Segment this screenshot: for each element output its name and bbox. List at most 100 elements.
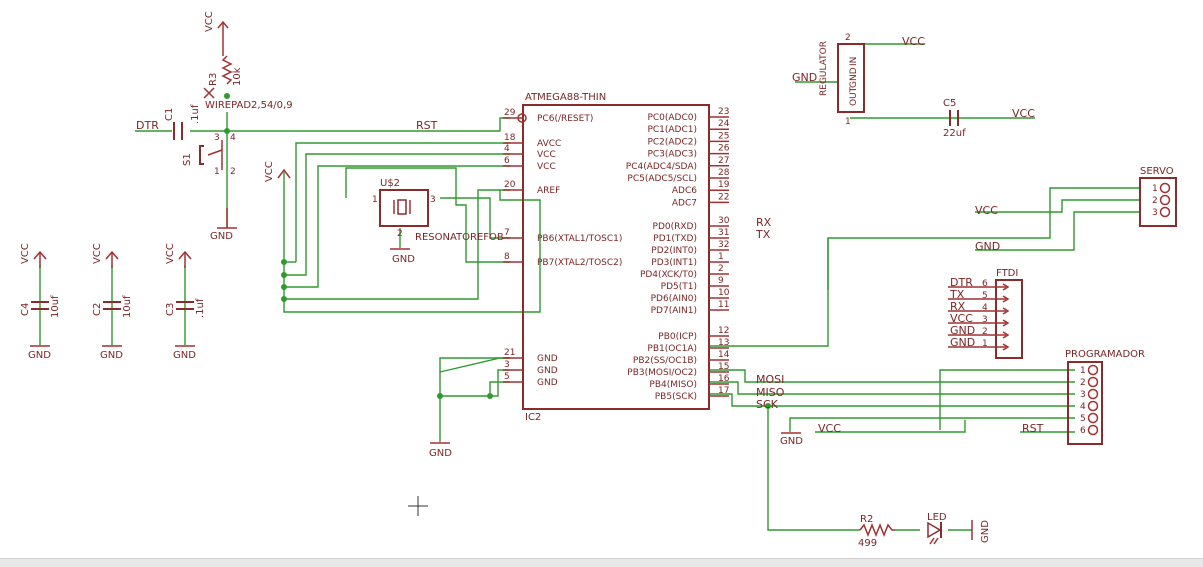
mcu-pin-name: PD7(AIN1) xyxy=(651,306,697,316)
mcu-pin-name: AVCC xyxy=(537,139,561,149)
programador-pin: 2 xyxy=(1080,376,1099,388)
wire-gnd21 xyxy=(439,357,510,372)
svg-text:3: 3 xyxy=(214,133,220,143)
ftdi-pin-label: GND xyxy=(950,324,975,337)
programador-pin: 4 xyxy=(1080,400,1099,412)
mcu-pin-name: AREF xyxy=(537,186,560,196)
mcu-pin-name: PC5(ADC5/SCL) xyxy=(627,174,697,184)
vcc-symbol-top[interactable]: VCC xyxy=(204,11,229,56)
gnd-symbol-mcu[interactable]: GND xyxy=(429,442,452,459)
mcu-pin-name: PD2(INT0) xyxy=(651,246,697,256)
wirepad[interactable]: WIREPAD2,54/0,9 xyxy=(203,87,293,111)
resonator-u2[interactable]: U$2 RESONATOREFOB 1 3 2 xyxy=(372,178,504,243)
gnd-symbol-resonator[interactable]: GND xyxy=(390,248,415,265)
mcu-atmega88[interactable]: ATMEGA88-THIN IC2 29PC6(/RESET)18AVCC4VC… xyxy=(503,92,730,423)
gnd-symbol-c3[interactable]: GND xyxy=(173,345,196,361)
mcu-pin-name: PB3(MOSI/OC2) xyxy=(627,368,697,378)
mcu-pin-number: 3 xyxy=(504,360,510,370)
programador-name: PROGRAMADOR xyxy=(1065,349,1145,360)
ftdi-pin-number: 1 xyxy=(982,339,988,349)
capacitor-c5[interactable]: C5 22uf xyxy=(943,98,966,139)
junction-dot xyxy=(437,393,443,399)
capacitor-c2[interactable]: C2 10uf xyxy=(92,295,133,318)
gnd-symbol-c4[interactable]: GND xyxy=(28,345,51,361)
mcu-pin-name: PC1(ADC1) xyxy=(647,125,697,135)
programador-pin: 1 xyxy=(1080,364,1099,376)
servo-connector[interactable]: SERVO 123 xyxy=(1139,166,1177,227)
mcu-pin-name: PD1(TXD) xyxy=(653,234,697,244)
capacitor-c4-name: C4 xyxy=(20,303,31,316)
resonator-name: U$2 xyxy=(380,178,400,189)
mcu-pin-name: PD4(XCK/T0) xyxy=(640,270,697,280)
vcc-symbol-c3[interactable]: VCC xyxy=(165,243,192,268)
resistor-r3[interactable]: R3 10k xyxy=(208,55,243,86)
capacitor-c1-value: .1uf xyxy=(190,104,201,124)
led[interactable]: LED xyxy=(927,512,947,545)
vcc-label: VCC xyxy=(20,243,31,264)
wire-avcc xyxy=(295,142,510,262)
wire-miso xyxy=(710,381,1075,395)
mcu-pin-name: PC4(ADC4/SDA) xyxy=(626,162,697,172)
vcc-symbol-c4[interactable]: VCC xyxy=(20,243,47,268)
capacitor-c1-name: C1 xyxy=(164,108,175,121)
status-bar xyxy=(0,558,1203,567)
regulator-out: OUT xyxy=(849,86,859,106)
mcu-pin-number: 32 xyxy=(718,240,729,250)
wire-aref xyxy=(284,189,500,300)
mcu-pin-name: ADC6 xyxy=(672,186,697,196)
resistor-r2[interactable]: R2 499 xyxy=(858,514,895,549)
gnd-label: GND xyxy=(100,350,123,361)
ftdi-pin-number: 3 xyxy=(982,315,988,325)
wire-servo-vcc xyxy=(975,199,1140,213)
programador-pin: 6 xyxy=(1080,424,1099,436)
vcc-symbol-left[interactable]: VCC xyxy=(264,161,291,182)
capacitor-c4[interactable]: C4 10uf xyxy=(20,295,61,318)
mcu-pin-number: 17 xyxy=(718,386,729,396)
vcc-symbol-c2[interactable]: VCC xyxy=(92,243,119,268)
wire-mosi xyxy=(710,369,1075,383)
mcu-pin-name: PD0(RXD) xyxy=(653,222,697,232)
mcu-pin-number: 26 xyxy=(718,144,730,154)
servo-pin: 3 xyxy=(1152,206,1171,218)
regulator[interactable]: REGULATOR IN GND OUT 2 1 xyxy=(819,33,865,127)
gnd-symbol-c2[interactable]: GND xyxy=(100,345,123,361)
wire-gnd5 xyxy=(489,381,510,396)
capacitor-c1[interactable]: C1 .1uf xyxy=(164,104,201,140)
switch-s1[interactable]: S1 4 3 2 1 xyxy=(182,133,236,177)
mcu-pin-name: PB7(XTAL2/TOSC2) xyxy=(537,258,622,268)
wire-prog-vcc xyxy=(815,420,966,433)
wire-servo-gnd xyxy=(975,211,1140,251)
gnd-symbol-reset[interactable]: GND xyxy=(210,208,237,242)
servo-pin: 2 xyxy=(1152,194,1171,206)
mcu-pin-number: 31 xyxy=(718,228,729,238)
vcc-label: VCC xyxy=(92,243,103,264)
mcu-left-pins: 29PC6(/RESET)18AVCC4VCC6VCC20AREF7PB6(XT… xyxy=(503,108,622,388)
wire-xtal1 xyxy=(440,197,510,239)
gnd-symbol-led[interactable]: GND xyxy=(971,520,991,543)
gnd-symbol-programador[interactable]: GND xyxy=(780,432,803,447)
mcu-pin-number: 22 xyxy=(718,192,729,202)
programador-pin-number: 6 xyxy=(1080,426,1086,436)
mcu-pin-name: GND xyxy=(537,378,558,388)
capacitor-c3[interactable]: C3 .1uf xyxy=(165,298,206,318)
programador-pin-number: 2 xyxy=(1080,378,1086,388)
